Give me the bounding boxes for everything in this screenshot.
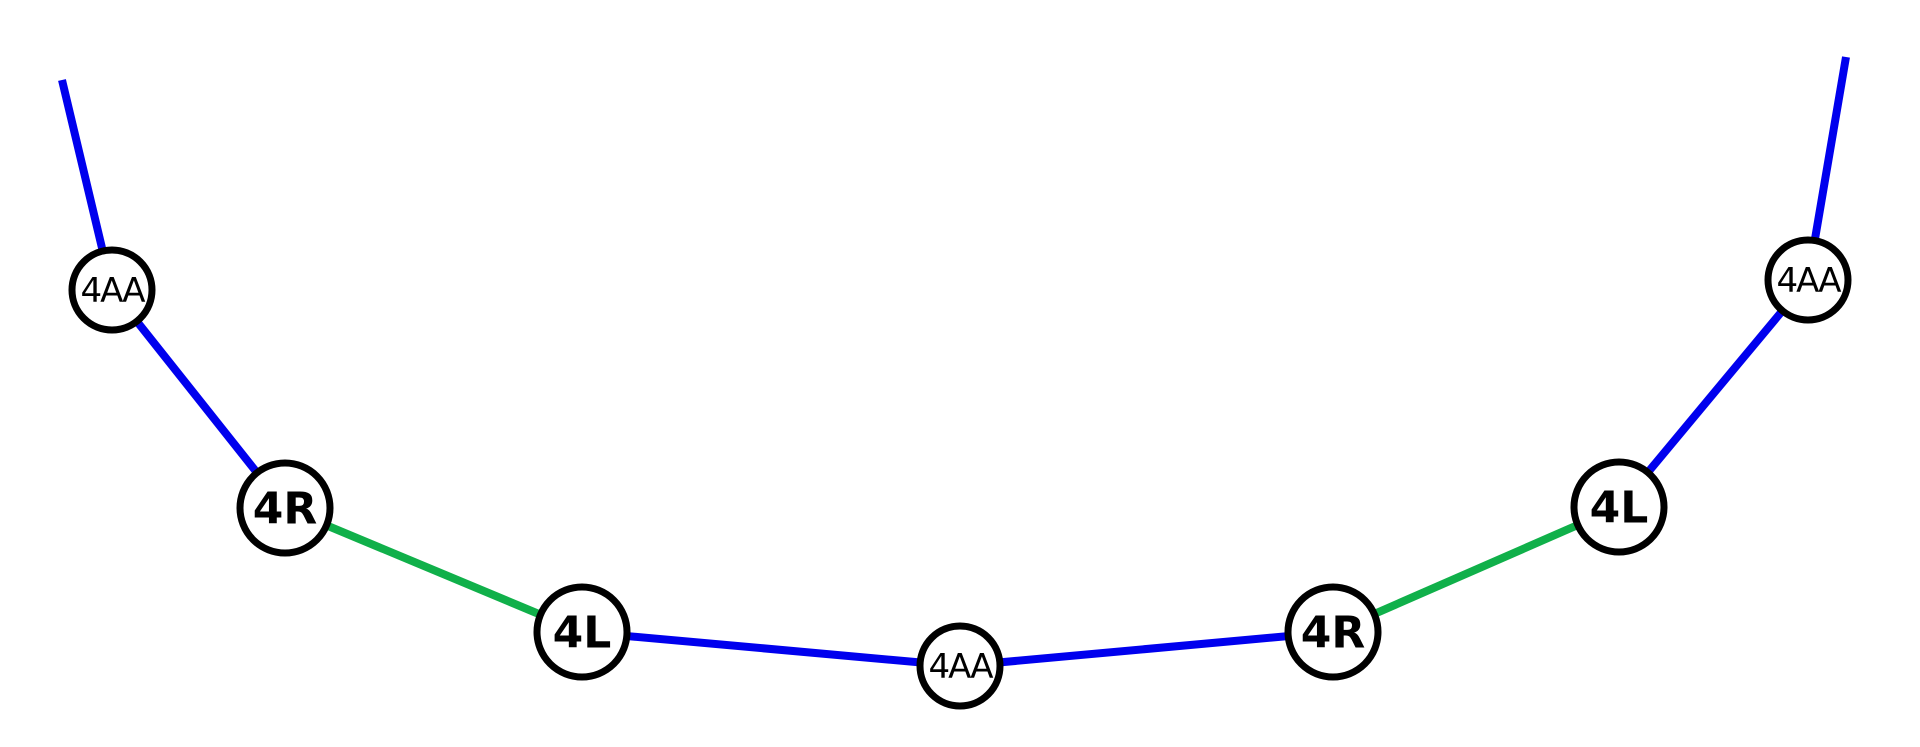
node-n4: 4AA	[916, 622, 1004, 710]
node-label: 4L	[1590, 483, 1649, 534]
node-label: 4AA	[928, 647, 993, 687]
node-circle	[236, 459, 334, 557]
edge-n2-n3	[283, 504, 584, 636]
edge-n3-n4	[581, 628, 961, 670]
edge-n5-n6	[1331, 503, 1621, 636]
edges-layer	[58, 56, 1850, 670]
node-label: 4L	[553, 608, 612, 659]
edge-n4-n5	[959, 628, 1334, 670]
node-circle	[1764, 236, 1852, 324]
node-n2: 4R	[236, 459, 334, 557]
node-label: 4AA	[1776, 261, 1841, 301]
node-label: 4AA	[80, 271, 145, 311]
node-n6: 4L	[1570, 458, 1668, 556]
node-circle	[68, 246, 156, 334]
node-label: 4R	[1301, 608, 1366, 659]
edge-n6-n7	[1615, 277, 1812, 510]
node-n1: 4AA	[68, 246, 156, 334]
node-circle	[533, 583, 631, 681]
nodes-layer: 4AA 4R 4L 4AA 4R 4L 4AA	[68, 236, 1852, 710]
node-circle	[1570, 458, 1668, 556]
node-n3: 4L	[533, 583, 631, 681]
node-label: 4R	[253, 484, 318, 535]
node-circle	[916, 622, 1004, 710]
node-circle	[1284, 583, 1382, 681]
node-n5: 4R	[1284, 583, 1382, 681]
node-n7: 4AA	[1764, 236, 1852, 324]
